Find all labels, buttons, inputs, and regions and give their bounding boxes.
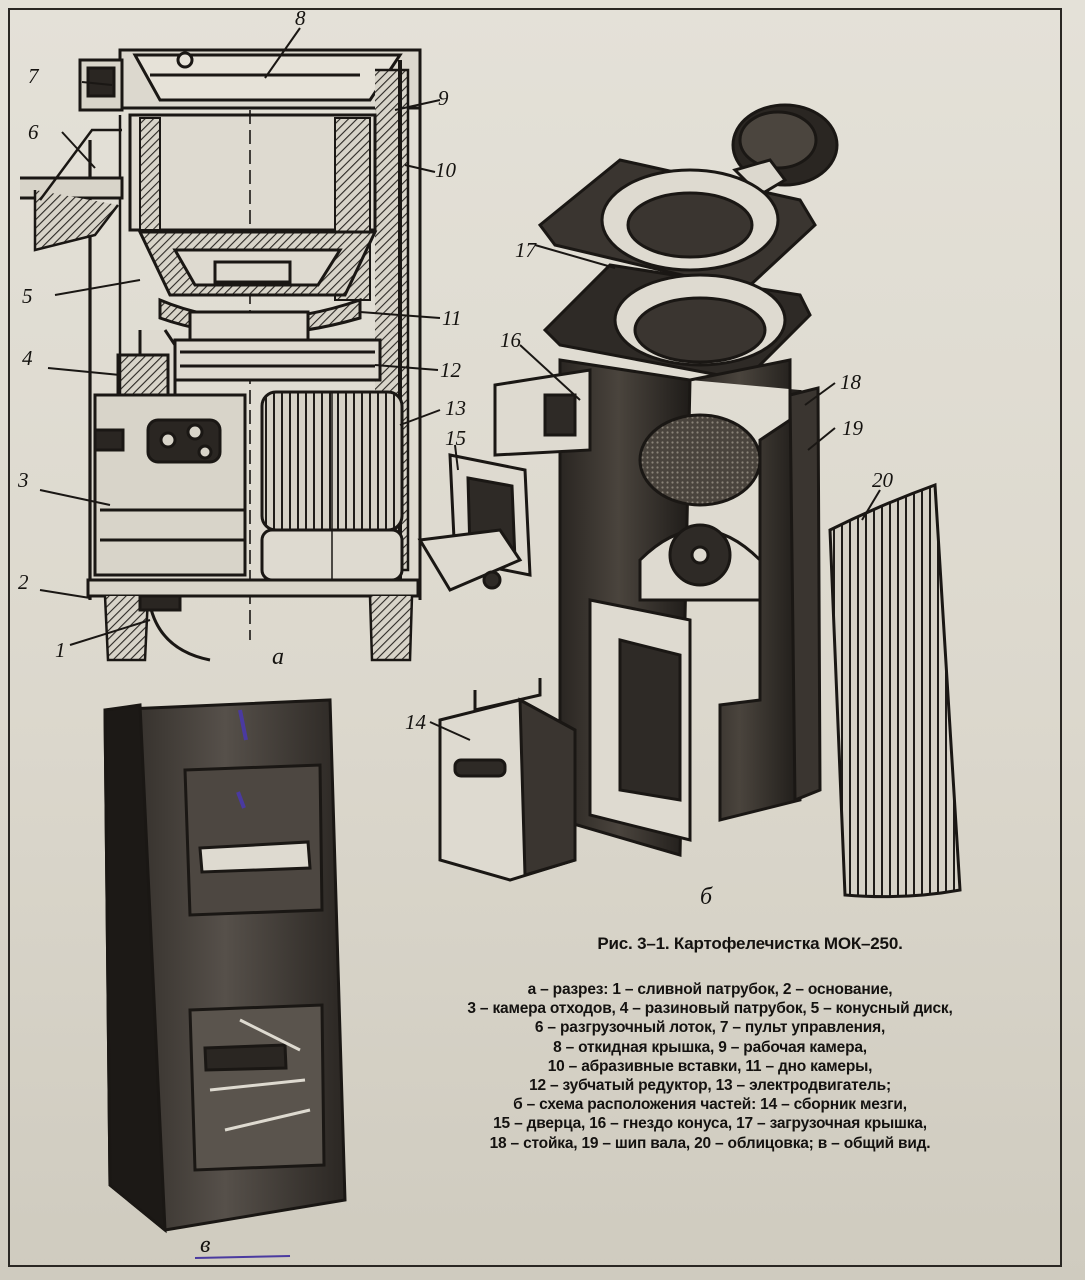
caption-line: 10 – абразивные вставки, 11 – дно камеры… <box>547 1057 873 1075</box>
caption-line: 18 – стойка, 19 – шип вала, 20 – облицов… <box>489 1134 931 1152</box>
view-letter-v: в <box>200 1232 211 1258</box>
part-number-19: 19 <box>842 416 863 440</box>
part-number-15: 15 <box>445 426 466 450</box>
part-number-20: 20 <box>872 468 893 492</box>
part-number-10: 10 <box>435 158 456 182</box>
part-number-11: 11 <box>442 306 462 330</box>
exploded-view-b <box>417 103 962 899</box>
part-number-3: 3 <box>18 468 29 492</box>
caption-line: 3 – камера отходов, 4 – разиновый патруб… <box>467 1000 953 1018</box>
caption-line: 12 – зубчатый редуктор, 13 – электродвиг… <box>529 1077 891 1095</box>
part-number-1: 1 <box>55 638 66 662</box>
part-number-5: 5 <box>22 284 33 308</box>
part-number-17: 17 <box>515 238 536 262</box>
caption-line: а – разрез: 1 – сливной патрубок, 2 – ос… <box>527 981 893 998</box>
view-letter-b: б <box>700 884 713 910</box>
part-number-9: 9 <box>438 86 449 110</box>
part-number-4: 4 <box>22 346 33 370</box>
caption-line: 8 – откидная крышка, 9 – рабочая камера, <box>553 1038 867 1056</box>
caption-line: б – схема расположения частей: 14 – сбор… <box>513 1096 907 1114</box>
part-number-6: 6 <box>28 120 39 144</box>
caption-line: 15 – дверца, 16 – гнездо конуса, 17 – за… <box>493 1115 927 1133</box>
general-view-v <box>103 698 347 1259</box>
section-view-a <box>20 48 422 662</box>
part-number-8: 8 <box>295 6 306 30</box>
view-letter-a: а <box>272 644 284 670</box>
part-number-18: 18 <box>840 370 861 394</box>
part-number-2: 2 <box>18 570 29 594</box>
caption-legend: а – разрез: 1 – сливной патрубок, 2 – ос… <box>380 980 1040 1153</box>
figure-caption: Рис. 3–1. Картофелечистка МОК–250. а – р… <box>380 934 1040 1153</box>
part-number-13: 13 <box>445 396 466 420</box>
leader-lines <box>39 27 881 741</box>
part-number-7: 7 <box>28 64 39 88</box>
page-border <box>8 8 1062 1267</box>
caption-line: 6 – разгрузочный лоток, 7 – пульт управл… <box>534 1019 886 1037</box>
part-number-16: 16 <box>500 328 521 352</box>
figure-title: Рис. 3–1. Картофелечистка МОК–250. <box>597 934 903 953</box>
part-number-12: 12 <box>440 358 461 382</box>
part-number-14: 14 <box>405 710 426 734</box>
